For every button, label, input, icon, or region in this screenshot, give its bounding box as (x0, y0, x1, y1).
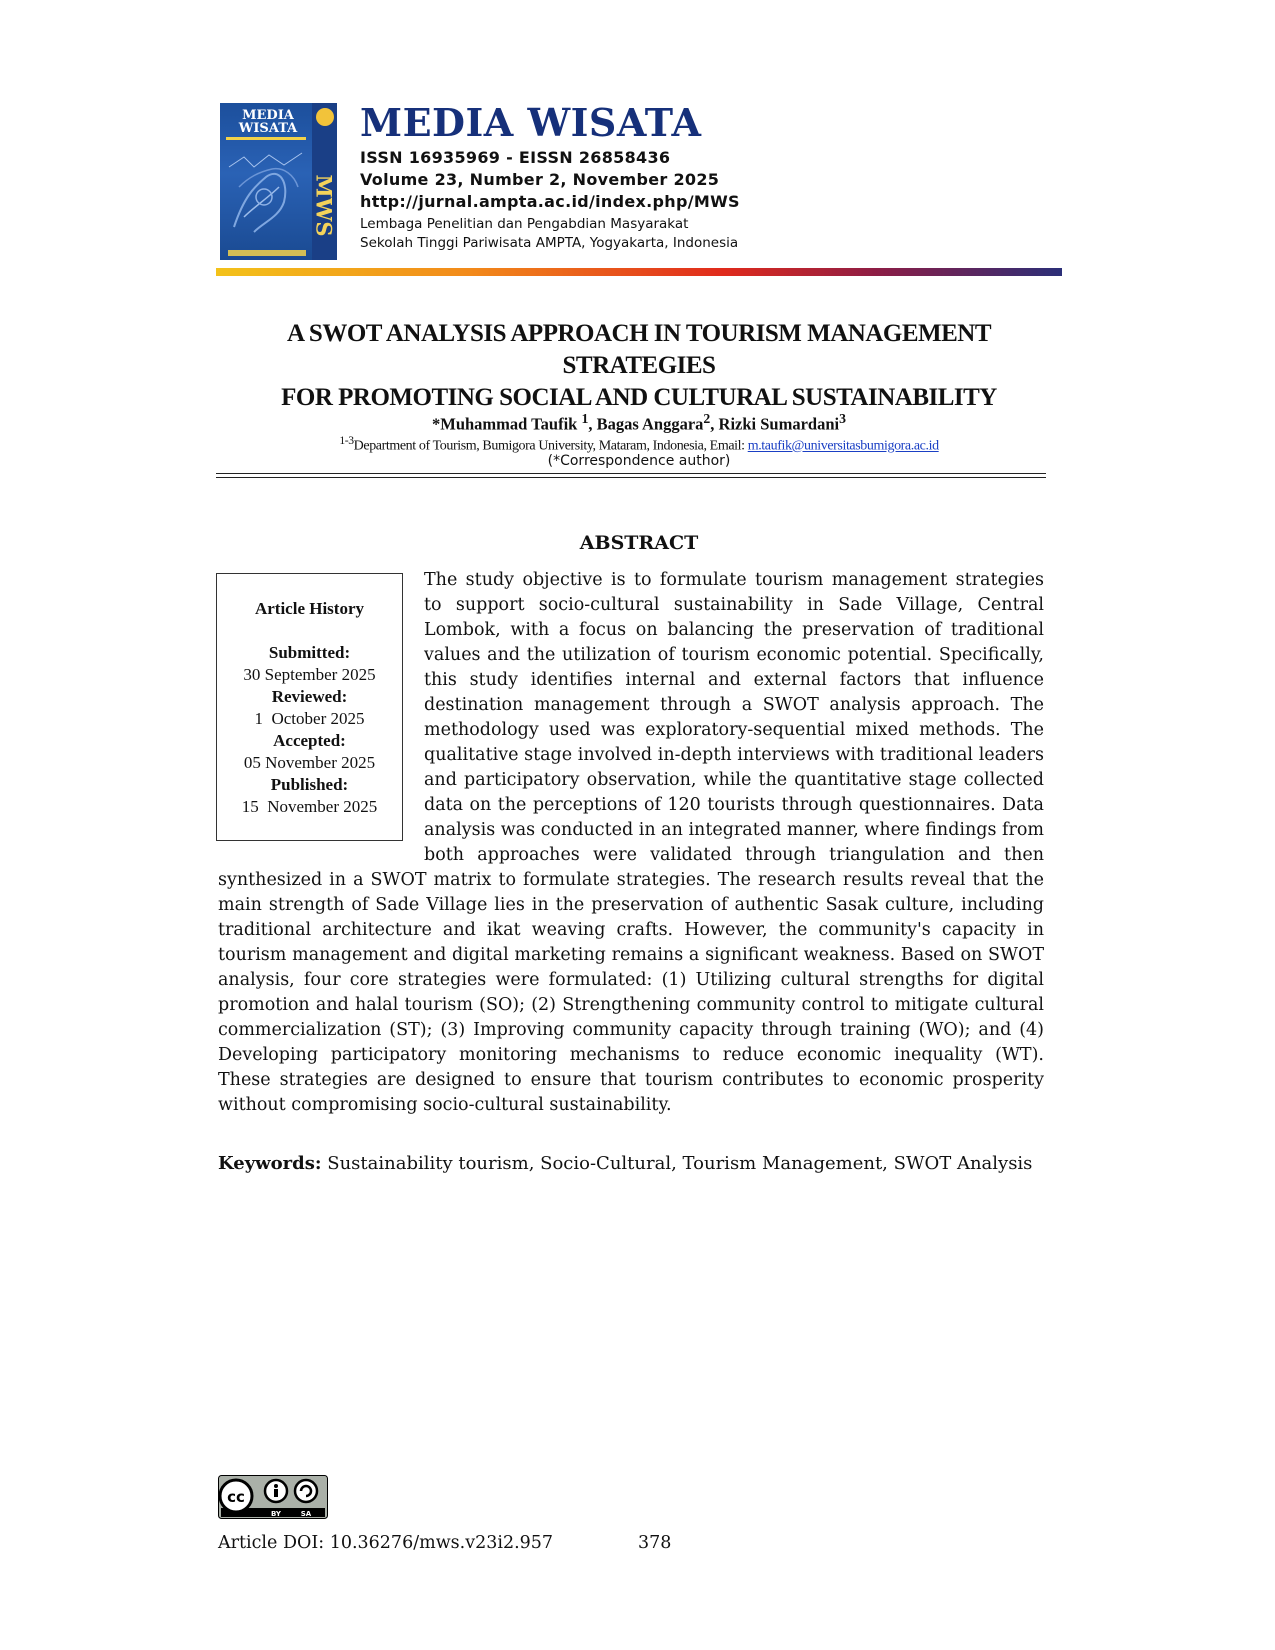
abstract-heading: ABSTRACT (579, 532, 699, 554)
school-line: Sekolah Tinggi Pariwisata AMPTA, Yogyaka… (360, 235, 739, 251)
page-number: 378 (638, 1533, 672, 1553)
keywords-line: Keywords: Sustainability tourism, Socio-… (218, 1153, 1068, 1174)
journal-title: MEDIA WISATA (360, 100, 702, 145)
by-label: BY (271, 1510, 282, 1518)
cc-by-sa-license-badge[interactable]: cc BY SA (218, 1475, 328, 1519)
abstract-body: The study objective is to formulate tour… (218, 568, 1044, 1118)
volume-line: Volume 23, Number 2, November 2025 (360, 170, 720, 189)
author-list: *Muhammad Taufik 1, Bagas Anggara2, Rizk… (432, 411, 846, 434)
affiliation: 1-3Department of Tourism, Bumigora Unive… (339, 434, 939, 454)
institute-line: Lembaga Penelitian dan Pengabdian Masyar… (360, 216, 689, 232)
keywords-list: Sustainability tourism, Socio-Cultural, … (321, 1153, 1033, 1174)
sa-label: SA (301, 1510, 312, 1518)
accepted-label: Accepted: (273, 731, 346, 750)
issn-line: ISSN 16935969 - EISSN 26858436 (360, 148, 671, 167)
reviewed-label: Reviewed: (271, 687, 348, 706)
cover-spine: MWS (312, 103, 337, 260)
university-logo-icon (316, 108, 334, 126)
cover-title: MEDIA WISATA (238, 108, 298, 136)
cover-illustration (228, 152, 303, 233)
abstract-text: The study objective is to formulate tour… (218, 570, 1044, 1115)
author-email-link[interactable]: m.taufik@universitasbumigora.ac.id (747, 438, 939, 454)
submitted-label: Submitted: (268, 643, 351, 662)
submitted-date: 30 September 2025 (243, 665, 376, 684)
share-alike-icon (293, 1478, 319, 1504)
published-label: Published: (270, 775, 349, 794)
header-color-band (216, 268, 1062, 276)
journal-cover-image: MEDIA WISATA MWS (220, 103, 337, 260)
cover-spine-label: MWS (311, 174, 337, 237)
cover-footer-bar (228, 250, 306, 256)
cover-divider (226, 137, 306, 140)
cc-icon (218, 1478, 254, 1514)
accepted-date: 05 November 2025 (243, 753, 376, 772)
journal-url[interactable]: http://jurnal.ampta.ac.id/index.php/MWS (360, 192, 740, 211)
keywords-label: Keywords: (218, 1153, 322, 1174)
article-history-title: Article History (254, 599, 365, 618)
published-date: 15 November 2025 (241, 797, 378, 816)
article-doi[interactable]: Article DOI: 10.36276/mws.v23i2.957 (218, 1533, 554, 1553)
reviewed-date: 1 October 2025 (254, 709, 365, 728)
title-divider (216, 473, 1046, 478)
article-history-box: Article History Submitted: 30 September … (216, 573, 403, 841)
svg-text:cc: cc (227, 1488, 245, 1506)
correspondence-note: (*Correspondence author) (547, 453, 731, 469)
paper-title: A SWOT ANALYSIS APPROACH IN TOURISM MANA… (281, 320, 997, 411)
